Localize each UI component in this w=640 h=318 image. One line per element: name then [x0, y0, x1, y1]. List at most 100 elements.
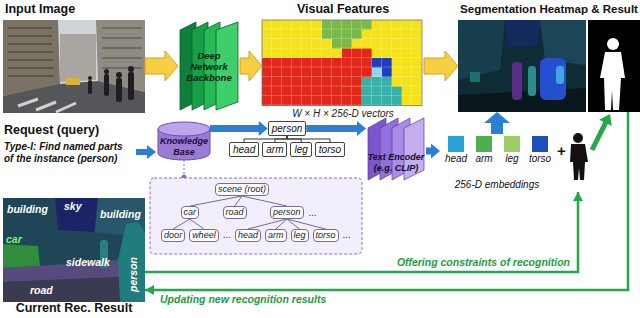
knowledge-base-cylinder: Knowledge Base — [158, 122, 210, 160]
node-text: arm — [475, 153, 492, 165]
street-photo — [3, 20, 145, 113]
input-image: Input Image — [3, 2, 145, 113]
kb-tree-box: car — [181, 206, 200, 219]
street-photo — [3, 20, 60, 96]
tree-box: arm — [262, 142, 287, 157]
zoom-link — [184, 160, 185, 176]
street-photo — [3, 20, 145, 113]
node-text: leg — [505, 153, 518, 165]
embedding-group: 256-D embeddingsheadarmlegtorso — [440, 134, 596, 192]
node-text: Deep Network Backbone — [178, 50, 240, 83]
result-mask — [588, 20, 640, 112]
embedding-item: torso — [526, 136, 554, 165]
node-text: Current Rec. Result — [16, 301, 133, 316]
connector — [287, 219, 326, 229]
embedding-swatch — [448, 136, 464, 152]
region-label-holder: person — [127, 257, 139, 292]
node-text: torso — [529, 153, 551, 165]
arrow-head — [145, 285, 154, 295]
backbone-block: Deep Network Backbone — [178, 22, 240, 110]
street-photo — [116, 72, 122, 78]
street-photo — [88, 66, 134, 102]
database-cylinder — [158, 122, 210, 160]
connector-line — [287, 219, 326, 229]
knowledge-panel — [150, 178, 362, 254]
connector — [145, 112, 628, 295]
kb-tree-box: road — [223, 206, 247, 219]
plus-sign-holder: + — [557, 143, 566, 159]
street-photo — [102, 28, 142, 68]
segmentation-heatmap — [556, 66, 564, 84]
result-mask — [607, 38, 619, 50]
street-photo — [8, 28, 54, 76]
region-label: building — [100, 208, 141, 220]
node-text: head — [233, 143, 255, 156]
connector-line — [190, 219, 204, 229]
street-photo — [60, 34, 96, 82]
embedding-item: head — [442, 136, 470, 165]
recognition-map — [55, 198, 98, 232]
node-text: Visual Features — [297, 2, 389, 17]
node-text: head — [238, 230, 258, 241]
embedding-item: arm — [470, 136, 498, 165]
street-photo — [88, 76, 92, 80]
ellipsis-holder: ... — [223, 229, 231, 240]
recognition-map — [118, 222, 145, 302]
edge-label-holder: Offering constraints of recognition — [395, 256, 572, 269]
region-label: sky — [64, 200, 82, 212]
flow-arrow — [240, 51, 262, 81]
region-label: person — [127, 257, 139, 292]
node-text: head — [445, 153, 467, 165]
edge-label-holder: Updating new recognition results — [158, 293, 328, 306]
connector-line — [242, 196, 287, 206]
node-text: W × H × 256-D vectors — [292, 108, 394, 120]
database-cylinder — [158, 122, 210, 136]
node-text: arm — [266, 143, 283, 156]
ellipsis: ... — [223, 229, 231, 240]
connector-line — [276, 219, 287, 229]
request-arrow — [136, 145, 156, 159]
segmentation-heatmap — [470, 72, 480, 82]
kb-tree-box: arm — [265, 229, 287, 242]
kb-tree-box: torso — [313, 229, 339, 242]
kb-tree-box: person — [270, 206, 304, 219]
segmentation-heatmap — [540, 58, 566, 100]
kb-tree-box: door — [161, 229, 185, 242]
node-text: torso — [316, 230, 336, 241]
flow-arrow — [210, 121, 268, 136]
recognition-map — [3, 198, 145, 302]
tree-box: leg — [290, 142, 311, 157]
node-text: car — [184, 207, 197, 218]
region-label-holder: building — [7, 203, 48, 215]
constraint-arrow — [590, 114, 612, 151]
region-label: sidewalk — [66, 256, 110, 268]
node-text: Input Image — [5, 2, 75, 17]
connector-line — [145, 192, 578, 272]
node-text: person — [272, 122, 303, 135]
recognition-map — [3, 198, 145, 302]
ellipsis: ... — [309, 207, 317, 218]
person-silhouette — [570, 144, 588, 180]
connector-line — [248, 219, 287, 229]
recognition-map — [3, 244, 40, 268]
street-photo — [104, 74, 109, 96]
feature-grid-cells — [262, 20, 422, 106]
connector-line — [145, 112, 628, 290]
text-encoder: Text Encoder (e.g. CLIP) — [366, 118, 426, 180]
segmentation-heatmap — [458, 20, 586, 112]
connector-line — [190, 196, 242, 206]
plus-sign: + — [557, 143, 566, 159]
connector — [242, 196, 287, 206]
segmentation-heatmap — [458, 20, 586, 112]
connector — [276, 219, 287, 229]
heading-holder: Request (query) — [4, 123, 99, 138]
flow-arrow — [426, 144, 440, 159]
node-text: torso — [319, 143, 341, 156]
kb-tree-box: head — [235, 229, 261, 242]
connector — [145, 192, 583, 272]
embedding-swatch — [504, 136, 520, 152]
region-label-holder: road — [30, 284, 53, 296]
street-photo — [116, 78, 122, 102]
